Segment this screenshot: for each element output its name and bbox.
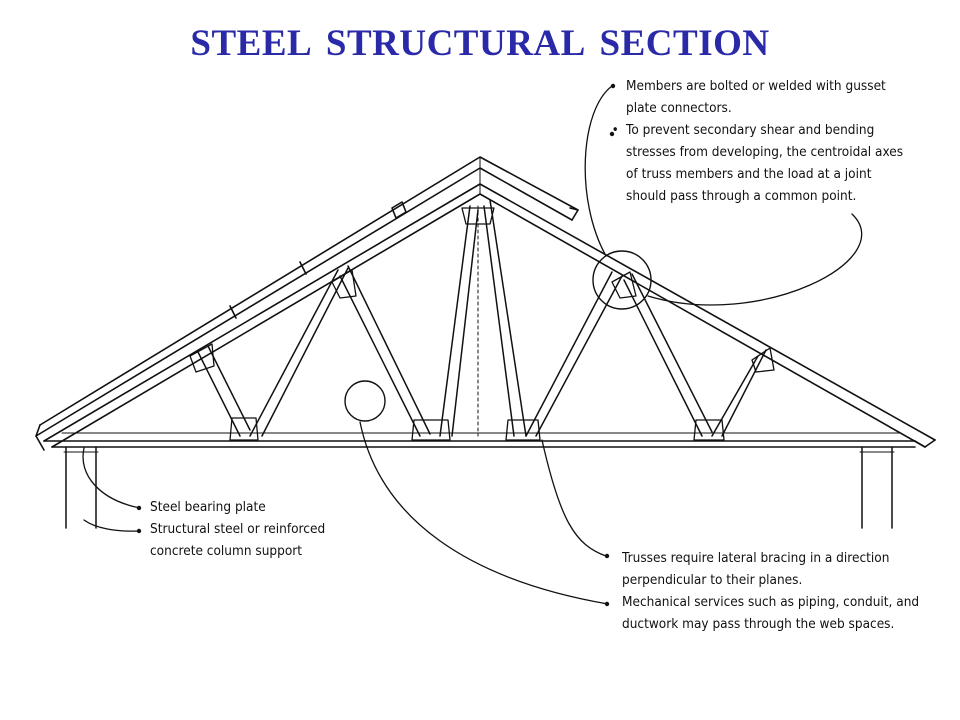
leader-mechanical (359, 421, 609, 605)
leader-dots (136, 83, 616, 607)
note-bearing-line-2: Structural steel or reinforced (150, 521, 326, 537)
callout-circles (344, 250, 652, 422)
columns (63, 446, 895, 529)
note-connectors-line-3: • To prevent secondary shear and bending (612, 119, 903, 141)
note-connectors-line-1: Members are bolted or welded with gusset (626, 78, 886, 94)
web-space-circle (344, 380, 386, 422)
leader-bearing-plate (82, 447, 141, 509)
note-connectors-line-3-text: To prevent secondary shear and bending (626, 122, 875, 138)
note-connectors-line-2: plate connectors. (626, 100, 732, 116)
joint-detail-circle (592, 250, 652, 310)
web-members (197, 199, 767, 437)
page-title: STEEL STRUCTURAL SECTION (190, 23, 770, 64)
note-bearing-line-3: concrete column support (150, 543, 303, 559)
leader-connectors (584, 85, 613, 257)
note-bracing: Trusses require lateral bracing in a dir… (622, 547, 919, 635)
note-bracing-line-3: Mechanical services such as piping, cond… (622, 594, 920, 610)
roof-top-chord (35, 156, 936, 451)
note-bearing-line-1: Steel bearing plate (150, 499, 266, 515)
note-bracing-line-1: Trusses require lateral bracing in a dir… (622, 550, 890, 566)
bottom-chord (43, 432, 926, 448)
leader-common-point (647, 213, 863, 306)
leader-bracing (541, 439, 607, 557)
note-connectors: Members are bolted or welded with gusset… (612, 75, 904, 207)
gusset-plates (189, 207, 775, 441)
note-bracing-line-2: perpendicular to their planes. (622, 572, 803, 588)
bullet-dot: • (611, 122, 619, 138)
note-connectors-line-6: should pass through a common point. (626, 188, 857, 204)
leader-lines (82, 85, 863, 605)
note-bracing-line-4: ductwork may pass through the web spaces… (622, 616, 895, 632)
note-connectors-line-5: of truss members and the load at a joint (626, 166, 872, 182)
leader-column (83, 519, 141, 532)
note-connectors-line-4: stresses from developing, the centroidal… (626, 144, 904, 160)
note-bearing: Steel bearing plate Structural steel or … (150, 496, 325, 562)
